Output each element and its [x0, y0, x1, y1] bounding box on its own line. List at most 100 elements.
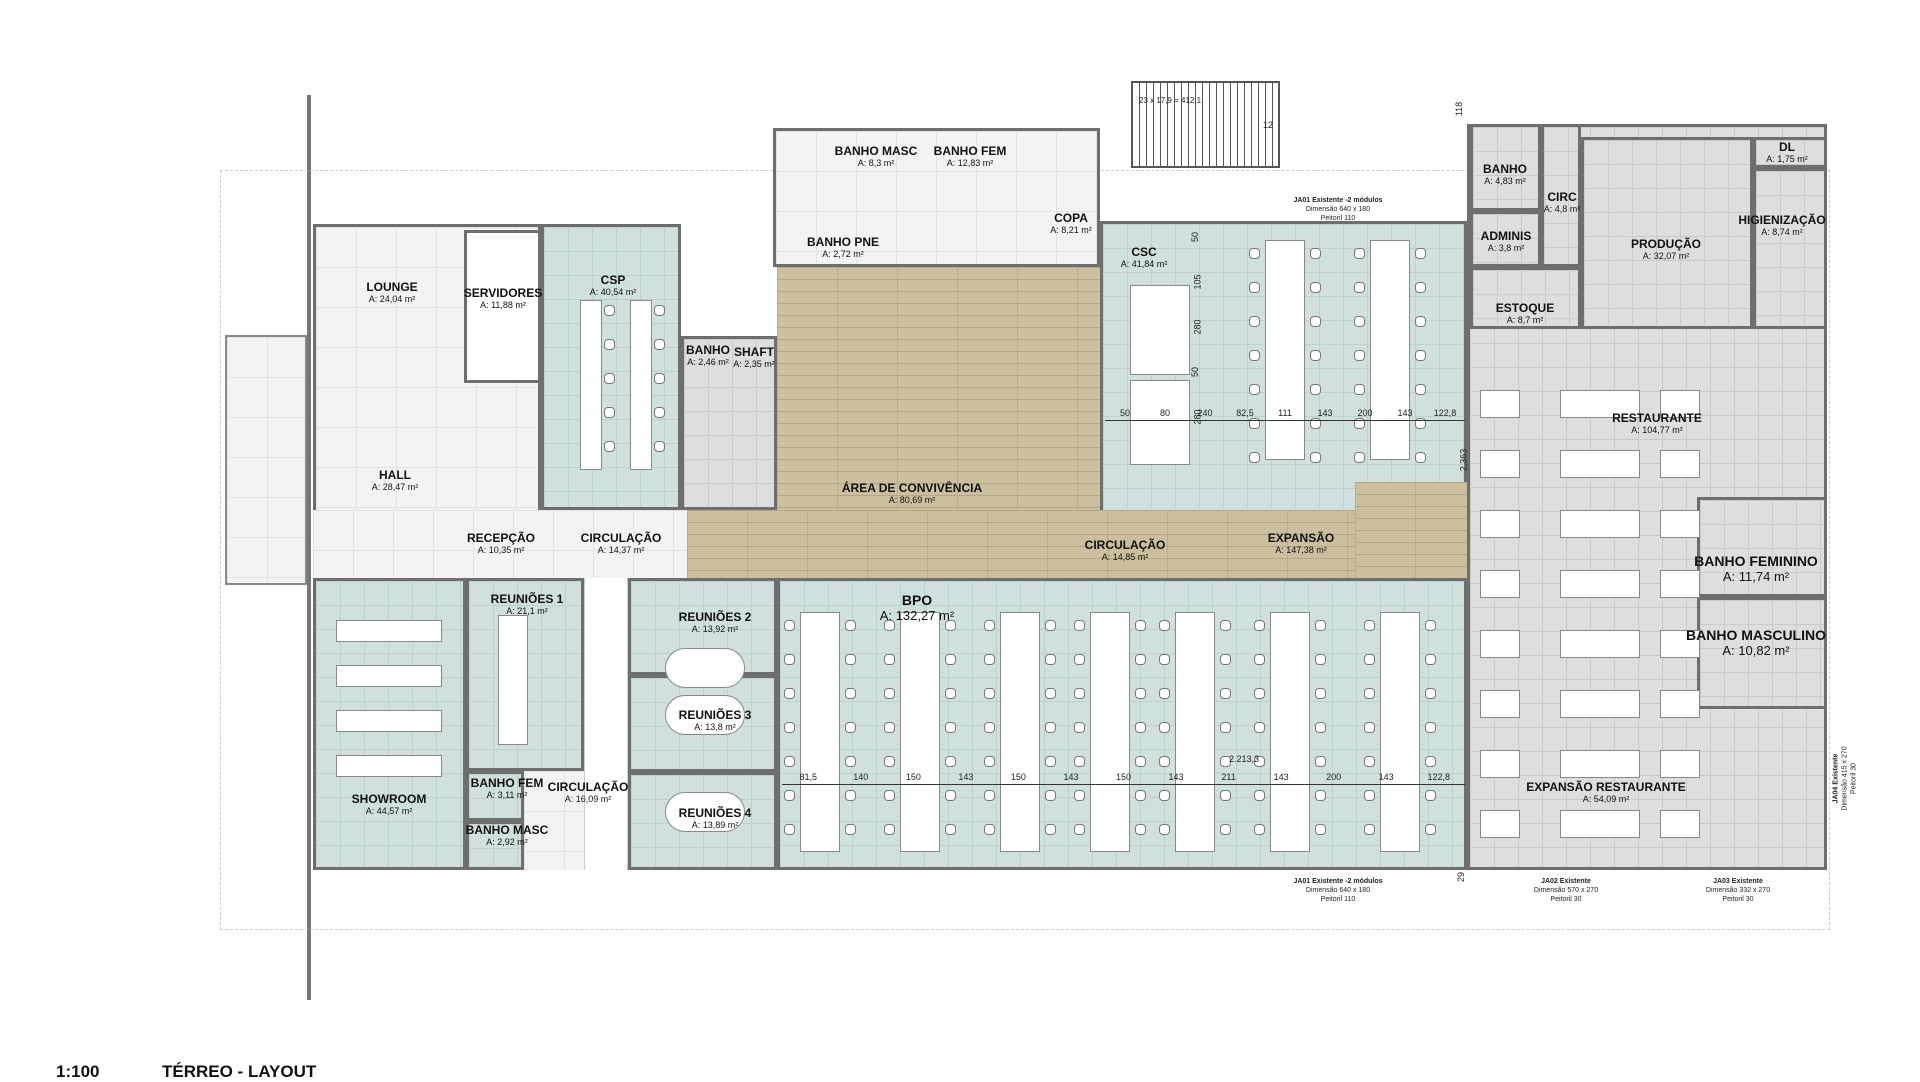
dim-29: 29	[1456, 871, 1467, 883]
chair	[1315, 790, 1326, 801]
room-area: A: 10,35 m²	[477, 545, 525, 555]
chair	[604, 441, 615, 452]
chair	[945, 790, 956, 801]
chair	[1135, 756, 1146, 767]
desk	[1480, 810, 1520, 838]
chair	[1415, 248, 1426, 259]
desk	[800, 612, 840, 852]
chair	[1310, 282, 1321, 293]
chair	[1220, 620, 1231, 631]
chair	[845, 654, 856, 665]
chair	[604, 407, 615, 418]
desk	[1380, 612, 1420, 852]
chair	[884, 756, 895, 767]
desk	[498, 615, 528, 745]
room-recepcao	[313, 510, 687, 578]
desk	[1090, 612, 1130, 852]
room-name: RESTAURANTE	[1612, 411, 1702, 425]
chair	[1045, 824, 1056, 835]
room-name: REUNIÕES 2	[678, 610, 752, 624]
room-area: A: 8,74 m²	[1761, 227, 1803, 237]
window-dim: Dimensão 570 x 270	[1533, 887, 1599, 894]
chair	[1415, 316, 1426, 327]
desk	[336, 665, 442, 687]
room-area: A: 21,1 m²	[506, 606, 548, 616]
room-name: SERVIDORES	[463, 286, 543, 300]
chair	[1220, 688, 1231, 699]
room-name: BANHO	[1483, 162, 1527, 176]
room-circ-r	[1541, 124, 1581, 267]
room-area: A: 4,8 m²	[1543, 204, 1581, 214]
dimension-label: 50	[1190, 231, 1201, 243]
chair	[1159, 654, 1170, 665]
desk	[630, 300, 652, 470]
chair	[1354, 248, 1365, 259]
chair	[845, 688, 856, 699]
room-area: A: 12,83 m²	[946, 158, 994, 168]
desk	[1560, 450, 1640, 478]
chair	[1354, 350, 1365, 361]
chair	[1310, 248, 1321, 259]
chair	[1159, 620, 1170, 631]
chair	[1135, 790, 1146, 801]
room-name: SHOWROOM	[351, 792, 427, 806]
room-name: CIRCULAÇÃO	[1084, 538, 1166, 552]
chair	[1254, 756, 1265, 767]
chair	[1425, 620, 1436, 631]
desk	[1560, 750, 1640, 778]
desk	[1130, 380, 1190, 465]
chair	[1315, 824, 1326, 835]
desk	[1560, 810, 1640, 838]
chair	[1254, 824, 1265, 835]
desk	[1660, 750, 1700, 778]
chair	[1159, 722, 1170, 733]
room-area: A: 104,77 m²	[1631, 425, 1683, 435]
dimension-label: 150	[1115, 772, 1132, 782]
outer-wall-left	[307, 95, 311, 1000]
chair	[1045, 756, 1056, 767]
chair	[1045, 654, 1056, 665]
dimension-line	[1105, 420, 1465, 421]
desk	[1660, 690, 1700, 718]
window-sill: Peitoril 110	[1320, 215, 1356, 222]
desk	[1480, 750, 1520, 778]
desk	[1370, 240, 1410, 460]
room-toilets-block	[773, 128, 1100, 267]
dimension-label: 211	[1221, 772, 1236, 782]
chair	[984, 722, 995, 733]
chair	[1074, 688, 1085, 699]
chair	[1415, 350, 1426, 361]
chair	[1249, 452, 1260, 463]
chair	[945, 824, 956, 835]
desk	[1660, 630, 1700, 658]
window-sill: Peitoril 30	[1722, 896, 1754, 903]
chair	[1249, 316, 1260, 327]
window-code: JA02 Existente	[1541, 878, 1591, 885]
chair	[784, 620, 795, 631]
chair	[984, 688, 995, 699]
room-area: A: 80,69 m²	[888, 495, 936, 505]
chair	[784, 654, 795, 665]
terrace	[225, 335, 307, 585]
window-sill: Peitoril 30	[1550, 896, 1582, 903]
chair	[1425, 756, 1436, 767]
chair	[784, 722, 795, 733]
window-sill: Peitoril 30	[1850, 762, 1858, 795]
